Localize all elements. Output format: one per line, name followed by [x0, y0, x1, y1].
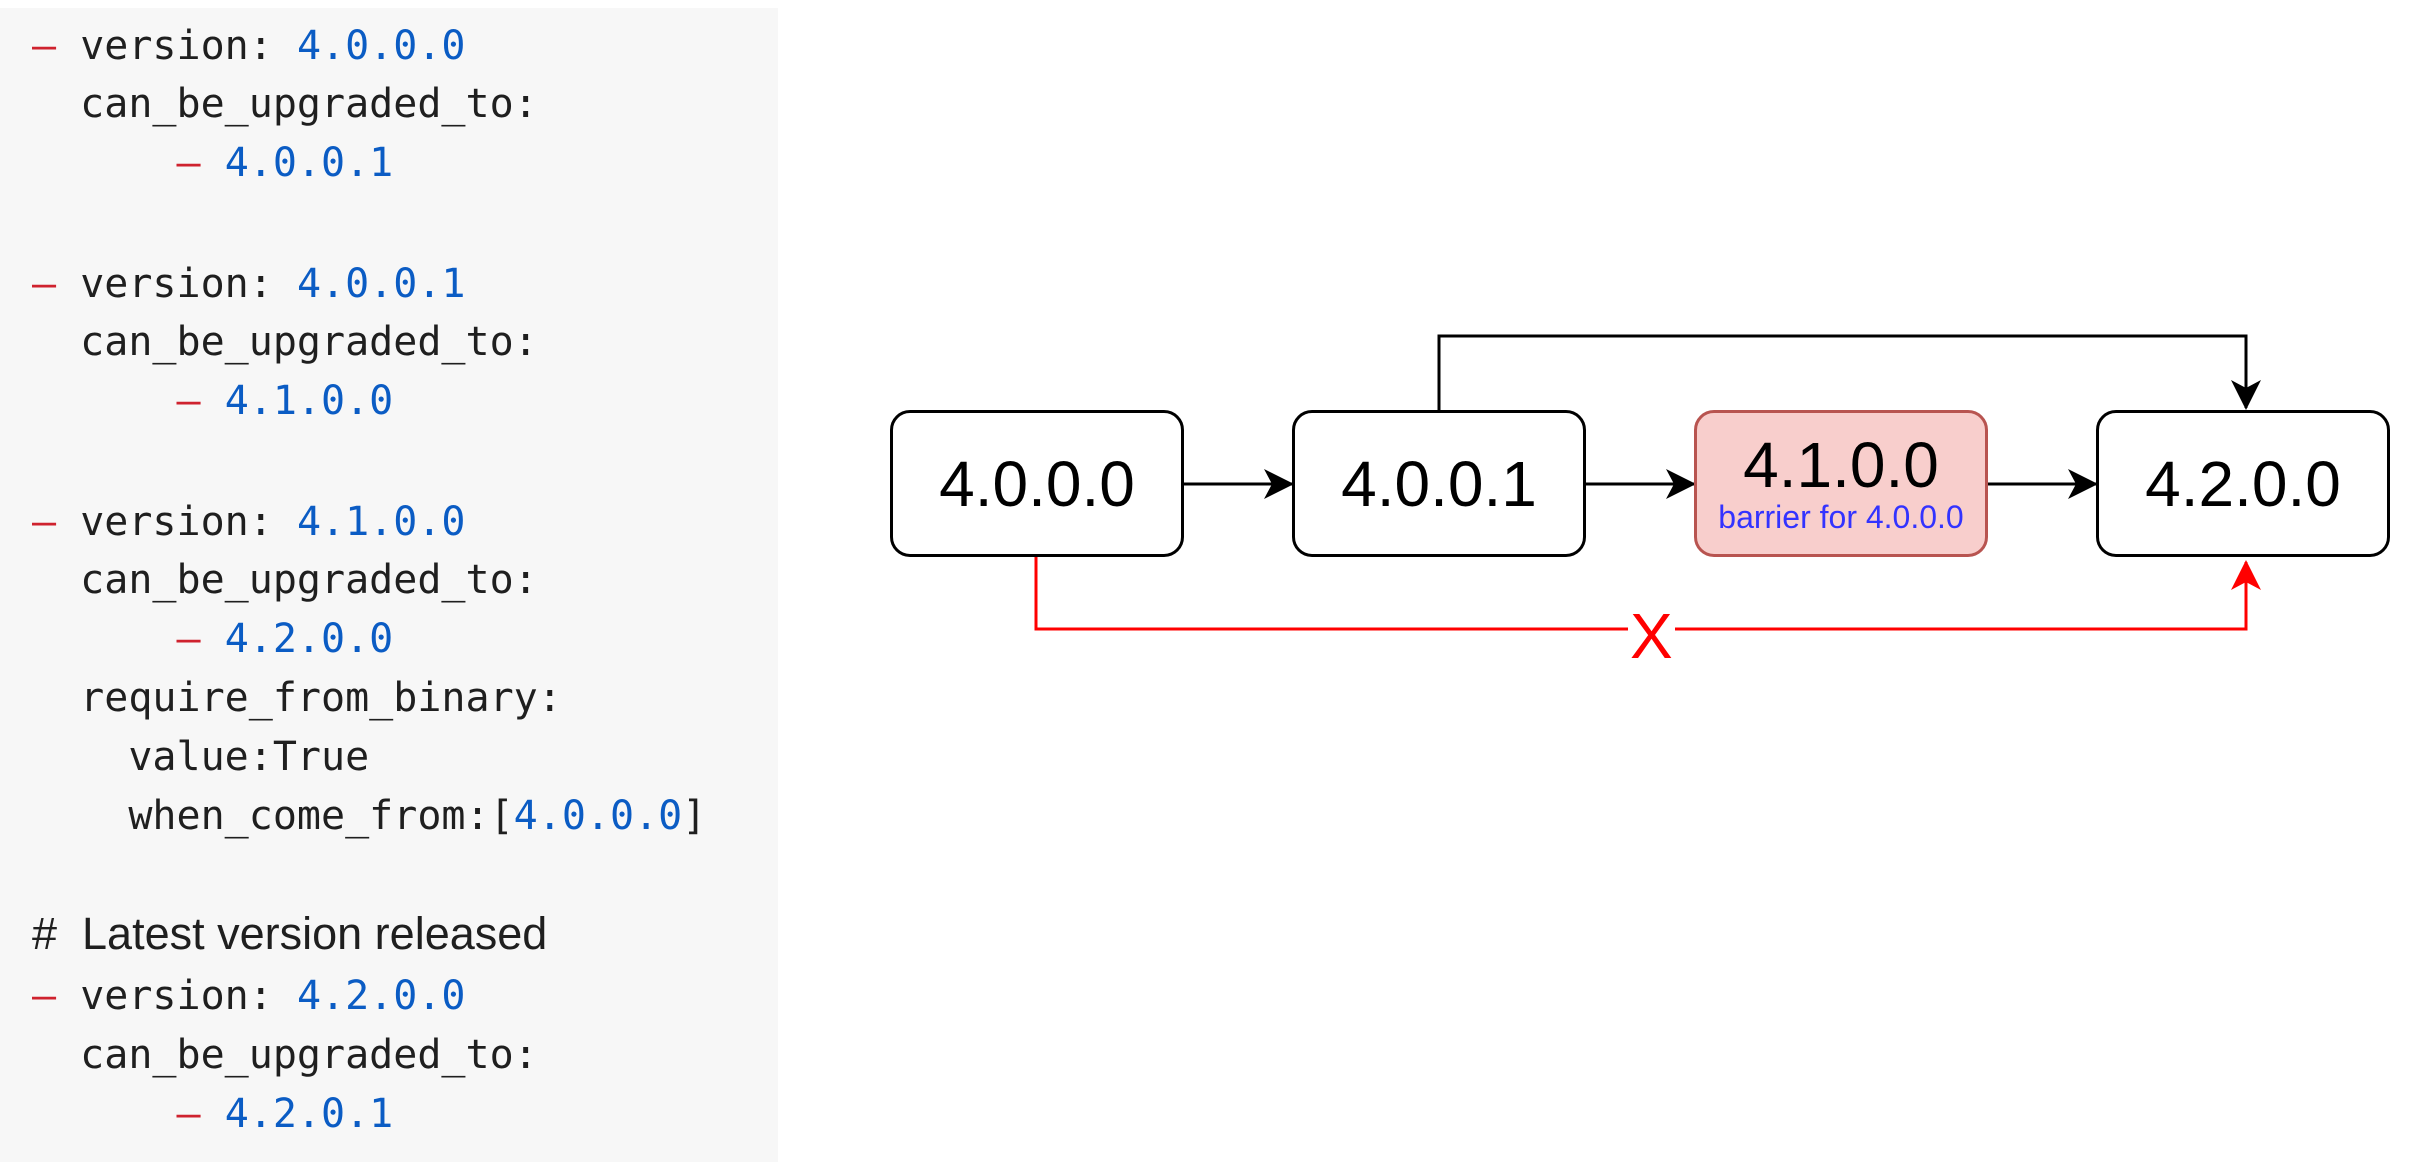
list-dash: –	[32, 23, 57, 69]
code-comment: # Latest version released	[32, 908, 548, 959]
code-line-upgrade-key: can_be_upgraded_to:	[32, 1031, 538, 1079]
version-value: 4.1.0.0	[296, 499, 466, 545]
version-value: 4.2.0.0	[296, 973, 466, 1019]
code-line-version: – version: 4.0.0.1	[32, 260, 466, 308]
code-line-upgrade-value: – 4.2.0.1	[32, 1090, 394, 1138]
list-dash: –	[32, 499, 57, 545]
list-dash: –	[32, 973, 57, 1019]
list-dash: –	[176, 616, 201, 662]
list-dash: –	[176, 378, 201, 424]
upgrade-key: can_be_upgraded_to:	[80, 557, 538, 603]
code-line-require-key: require_from_binary:	[32, 674, 562, 722]
list-dash: –	[176, 140, 201, 186]
code-line-version: – version: 4.1.0.0	[32, 498, 466, 546]
when-close-bracket: ]	[682, 793, 707, 839]
code-line-upgrade-key: can_be_upgraded_to:	[32, 556, 538, 604]
node-label: 4.2.0.0	[2145, 447, 2341, 520]
code-line-require-value: value:True	[32, 733, 369, 781]
code-line-upgrade-key: can_be_upgraded_to:	[32, 80, 538, 128]
upgrade-key: can_be_upgraded_to:	[80, 319, 538, 365]
list-dash: –	[32, 261, 57, 307]
code-line-upgrade-value: – 4.1.0.0	[32, 377, 394, 425]
upgrade-value: 4.2.0.1	[224, 1091, 394, 1137]
upgrade-value: 4.2.0.0	[224, 616, 394, 662]
code-line-upgrade-key: can_be_upgraded_to:	[32, 318, 538, 366]
node-version-4100-barrier: 4.1.0.0 barrier for 4.0.0.0	[1694, 410, 1988, 557]
upgrade-value: 4.1.0.0	[224, 378, 394, 424]
version-key: version:	[80, 261, 273, 307]
upgrade-key: can_be_upgraded_to:	[80, 81, 538, 127]
upgrade-key: can_be_upgraded_to:	[80, 1032, 538, 1078]
code-line-when-come-from: when_come_from:[4.0.0.0]	[32, 792, 706, 840]
node-version-4200: 4.2.0.0	[2096, 410, 2390, 557]
version-key: version:	[80, 499, 273, 545]
version-value: 4.0.0.1	[296, 261, 466, 307]
code-line-version: – version: 4.0.0.0	[32, 22, 466, 70]
when-open-bracket: [	[489, 793, 514, 839]
value-key: value:	[128, 734, 273, 780]
version-key: version:	[80, 23, 273, 69]
value-value: True	[272, 734, 370, 780]
node-version-4000: 4.0.0.0	[890, 410, 1184, 557]
code-line-version: – version: 4.2.0.0	[32, 972, 466, 1020]
require-key: require_from_binary:	[80, 675, 562, 721]
blocked-path-x-icon: X	[1628, 600, 1675, 672]
when-value: 4.0.0.0	[513, 793, 683, 839]
node-barrier-note: barrier for 4.0.0.0	[1718, 498, 1964, 535]
when-key: when_come_from:	[128, 793, 490, 839]
code-panel: – version: 4.0.0.0 can_be_upgraded_to: –…	[0, 8, 778, 1162]
code-line-upgrade-value: – 4.0.0.1	[32, 139, 394, 187]
edge-4001-to-4200-bypass	[1437, 334, 2261, 410]
version-value: 4.0.0.0	[296, 23, 466, 69]
version-key: version:	[80, 973, 273, 1019]
node-label: 4.1.0.0	[1743, 428, 1939, 501]
node-label: 4.0.0.1	[1341, 447, 1537, 520]
list-dash: –	[176, 1091, 201, 1137]
node-version-4001: 4.0.0.1	[1292, 410, 1586, 557]
code-line-upgrade-value: – 4.2.0.0	[32, 615, 394, 663]
upgrade-value: 4.0.0.1	[224, 140, 394, 186]
node-label: 4.0.0.0	[939, 447, 1135, 520]
